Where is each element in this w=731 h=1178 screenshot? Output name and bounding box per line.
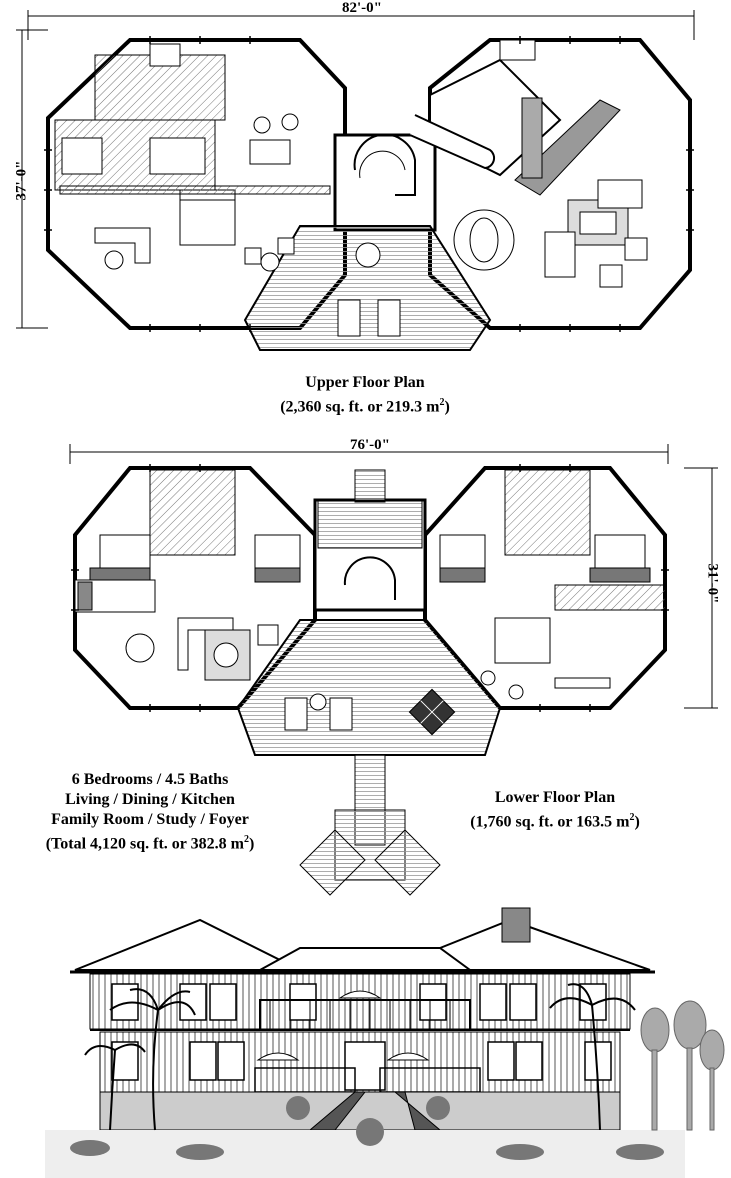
lower-floor-plan xyxy=(69,444,718,896)
bath-left xyxy=(149,469,236,556)
upper-floor-title: Upper Floor Plan xyxy=(305,374,425,391)
lounge-chair-icon xyxy=(337,299,361,337)
left-stair xyxy=(299,829,366,896)
bed-icon xyxy=(494,617,551,664)
kitchen-bar xyxy=(409,114,496,170)
sectional-sofa-icon xyxy=(177,617,234,671)
upper-windows-elevation xyxy=(111,983,607,1021)
summary-living: Living / Dining / Kitchen xyxy=(65,791,235,808)
deck-table-icon xyxy=(309,693,327,711)
left-roof xyxy=(74,918,301,971)
bath-right-lower xyxy=(554,584,666,611)
lower-floor-caption: Lower Floor Plan (1,760 sq. ft. or 163.5… xyxy=(455,788,655,832)
balcony-rail xyxy=(269,1000,451,1030)
bath-right xyxy=(504,469,591,556)
front-elevation xyxy=(45,907,725,1178)
study-desk-icon xyxy=(249,139,291,165)
lower-windows xyxy=(71,464,669,712)
upper-height-dimension: 37'-0" xyxy=(13,160,30,201)
lower-floor-title: Lower Floor Plan xyxy=(494,789,616,806)
summary-family: Family Room / Study / Foyer xyxy=(51,811,249,828)
center-roof xyxy=(259,947,474,971)
upper-spiral-stair xyxy=(353,133,416,196)
sectional-sofa-icon xyxy=(94,227,151,264)
coffee-table-icon xyxy=(213,642,239,668)
umbrella-icon xyxy=(256,1052,300,1061)
range-icon xyxy=(499,39,536,61)
toilet-icon xyxy=(149,43,181,67)
right-stair xyxy=(374,829,441,896)
upper-deck xyxy=(243,225,492,351)
sofa-icon xyxy=(597,179,643,209)
dresser-icon xyxy=(554,677,611,689)
patio-table-icon xyxy=(408,688,456,736)
lower-height-dimension: 31'-0" xyxy=(704,563,721,604)
upper-windows xyxy=(44,36,694,332)
entry-steps xyxy=(354,469,386,503)
shrubs xyxy=(70,1096,664,1160)
palm-tree-icon xyxy=(84,983,636,1131)
upper-floor-plan xyxy=(16,10,695,351)
upper-width-dimension: 82'-0" xyxy=(342,0,382,16)
lounge-chair-icon xyxy=(377,299,401,337)
background-palms xyxy=(640,1000,725,1131)
lower-floor-area: (1,760 sq. ft. or 163.5 m2) xyxy=(470,812,640,831)
sofa-icon xyxy=(544,231,576,278)
bed-icon xyxy=(179,189,236,246)
summary-total-area: (Total 4,120 sq. ft. or 382.8 m2) xyxy=(45,834,255,853)
umbrella-icon xyxy=(338,990,382,999)
upper-floor-area: (2,360 sq. ft. or 219.3 m2) xyxy=(280,397,450,416)
upper-stair-hall xyxy=(333,133,437,232)
summary-caption: 6 Bedrooms / 4.5 Baths Living / Dining /… xyxy=(25,770,275,854)
lower-spiral-stair xyxy=(343,556,396,600)
summary-bedrooms: 6 Bedrooms / 4.5 Baths xyxy=(71,771,229,788)
umbrella-icon xyxy=(386,1052,430,1061)
lower-width-dimension: 76'-0" xyxy=(350,437,390,453)
lower-windows-elevation xyxy=(111,1041,612,1091)
lounge-chair-icon xyxy=(329,697,353,731)
coffee-table-icon xyxy=(579,211,617,235)
deck-table-icon xyxy=(355,242,381,268)
table-icon xyxy=(125,633,155,663)
lounge-chair-icon xyxy=(284,697,308,731)
dining-table-icon xyxy=(469,217,499,263)
chimney xyxy=(501,907,531,943)
upper-story-wall xyxy=(89,973,631,1030)
upper-floor-caption: Upper Floor Plan (2,360 sq. ft. or 219.3… xyxy=(265,373,465,417)
